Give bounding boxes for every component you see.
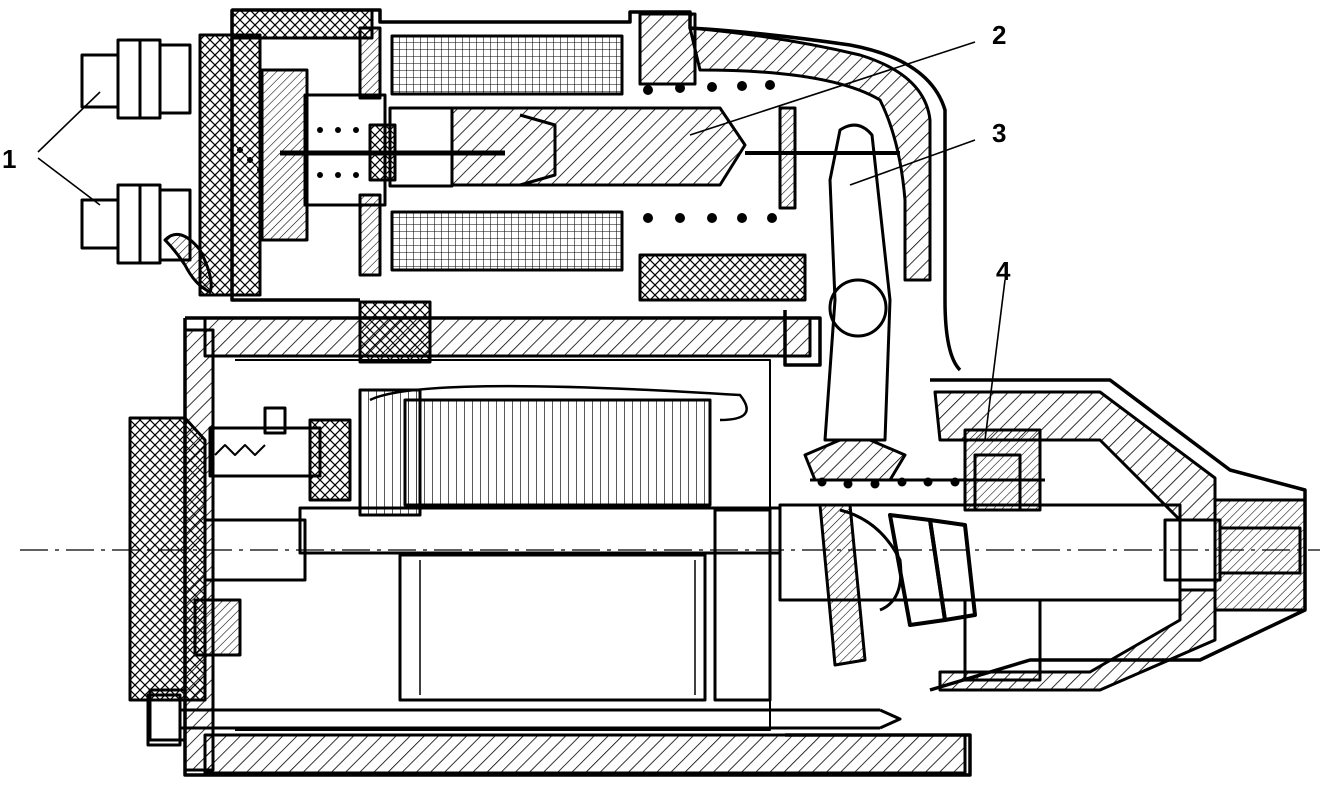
drive-lever [803, 123, 907, 482]
armature [398, 398, 772, 702]
motor-housing [183, 300, 1307, 777]
return-spring [237, 80, 777, 223]
callout-3: 3 [992, 118, 1006, 148]
callout-4: 4 [996, 256, 1011, 286]
armature-shaft [20, 503, 1320, 602]
through-bolt [146, 693, 902, 747]
pinion-spring [817, 477, 960, 489]
drive-pinion [810, 428, 1045, 682]
callout-2: 2 [992, 20, 1006, 50]
leader-lines [37, 41, 1006, 441]
solenoid-plunger [280, 106, 900, 210]
end-cover [128, 328, 215, 772]
terminal-bolts [80, 38, 213, 294]
callout-1: 1 [2, 144, 16, 174]
field-pole [235, 359, 771, 731]
solenoid-housing [198, 8, 962, 372]
solenoid-winding [390, 34, 624, 272]
contact-disc [260, 68, 397, 242]
brush-holder [193, 406, 352, 657]
